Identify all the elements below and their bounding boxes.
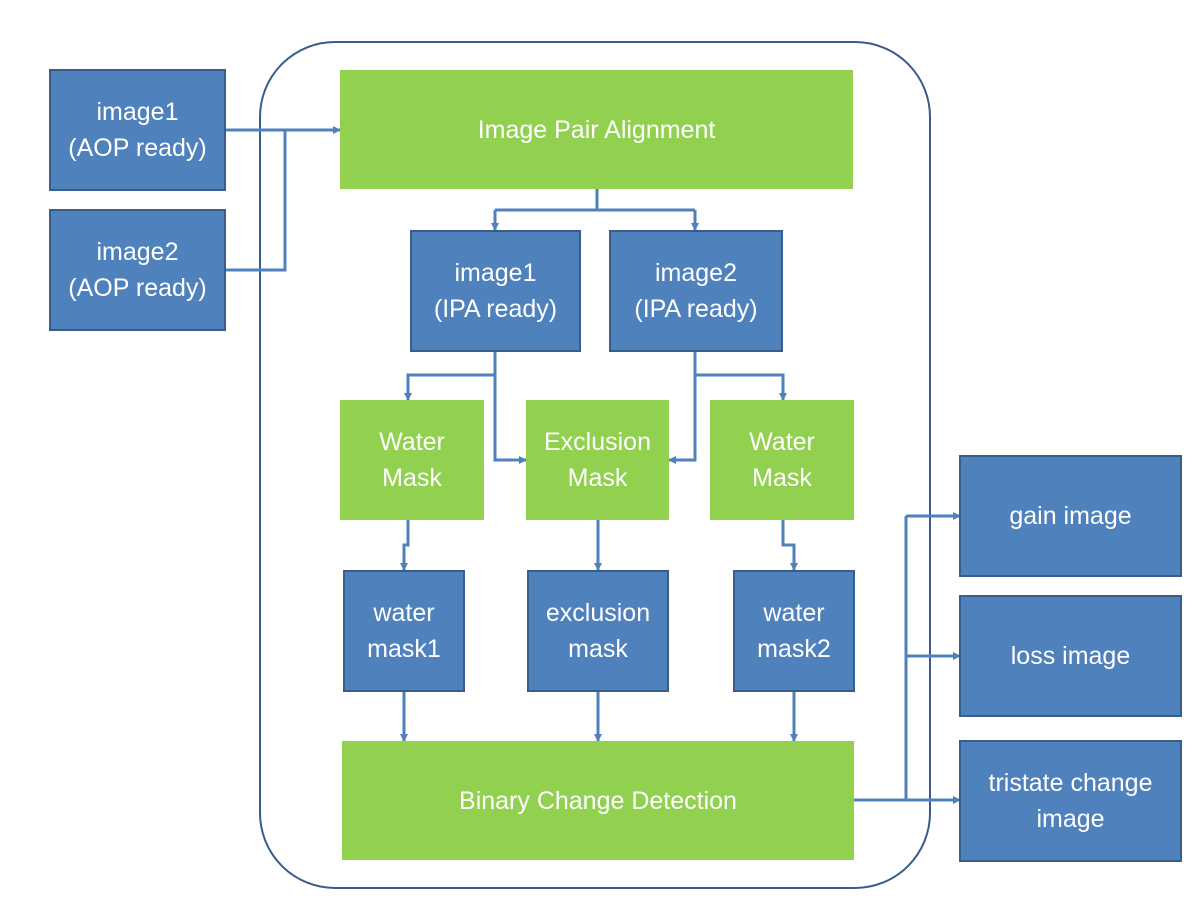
node-label: water (373, 599, 435, 627)
arrow-ipa-image1-to-water-mask-left (404, 373, 495, 401)
node-label: mask2 (757, 635, 831, 663)
input-image1-aop: image1 (AOP ready) (49, 69, 226, 191)
tristate-change-image-output: tristate change image (959, 740, 1182, 862)
binary-change-detection-process: Binary Change Detection (342, 741, 854, 860)
loss-image-output: loss image (959, 595, 1182, 717)
node-label: Mask (567, 464, 628, 492)
input-image2-aop: image2 (AOP ready) (49, 209, 226, 331)
node-label: Binary Change Detection (459, 786, 737, 815)
node-label: (AOP ready) (68, 274, 207, 302)
node-label: exclusion (545, 599, 651, 627)
gain-image-output: gain image (959, 455, 1182, 577)
ipa-image2: image2 (IPA ready) (609, 230, 783, 352)
arrow-water-mask-right-to-water-mask2 (781, 520, 798, 571)
node-label: Mask (382, 464, 442, 492)
node-label: image2 (654, 259, 737, 287)
node-label: gain image (1009, 502, 1132, 530)
node-label: Water (379, 428, 445, 456)
arrow-ipa-image2-to-water-mask-right (695, 373, 787, 401)
node-label: mask1 (367, 635, 441, 663)
node-label: image2 (96, 238, 179, 266)
node-label: (AOP ready) (68, 134, 207, 162)
water-mask1-output: water mask1 (343, 570, 465, 692)
node-label: water (763, 599, 825, 627)
image-pair-alignment-process: Image Pair Alignment (340, 70, 853, 189)
ipa-image1: image1 (IPA ready) (410, 230, 581, 352)
node-label: Mask (752, 464, 812, 492)
node-label: (IPA ready) (634, 295, 758, 323)
exclusion-mask-output: exclusion mask (527, 570, 669, 692)
node-label: Exclusion (544, 428, 651, 456)
arrow-ipa-image1-to-exclusion-mask (493, 375, 527, 464)
node-label: loss image (1010, 642, 1131, 670)
node-label: image1 (96, 98, 179, 126)
node-label: Water (749, 428, 815, 456)
arrow-water-mask-left-to-water-mask1 (400, 520, 410, 571)
pipeline-container-outline (259, 41, 931, 889)
node-label: image (1036, 805, 1105, 833)
node-label: tristate change (988, 769, 1153, 797)
water-mask2-output: water mask2 (733, 570, 855, 692)
node-label: Image Pair Alignment (477, 115, 716, 144)
node-label: mask (568, 635, 628, 663)
node-label: (IPA ready) (433, 295, 558, 323)
arrow-ipa-image2-to-exclusion-mask (668, 375, 697, 464)
node-label: image1 (454, 259, 537, 287)
connector-image2-to-alignment (225, 130, 287, 272)
